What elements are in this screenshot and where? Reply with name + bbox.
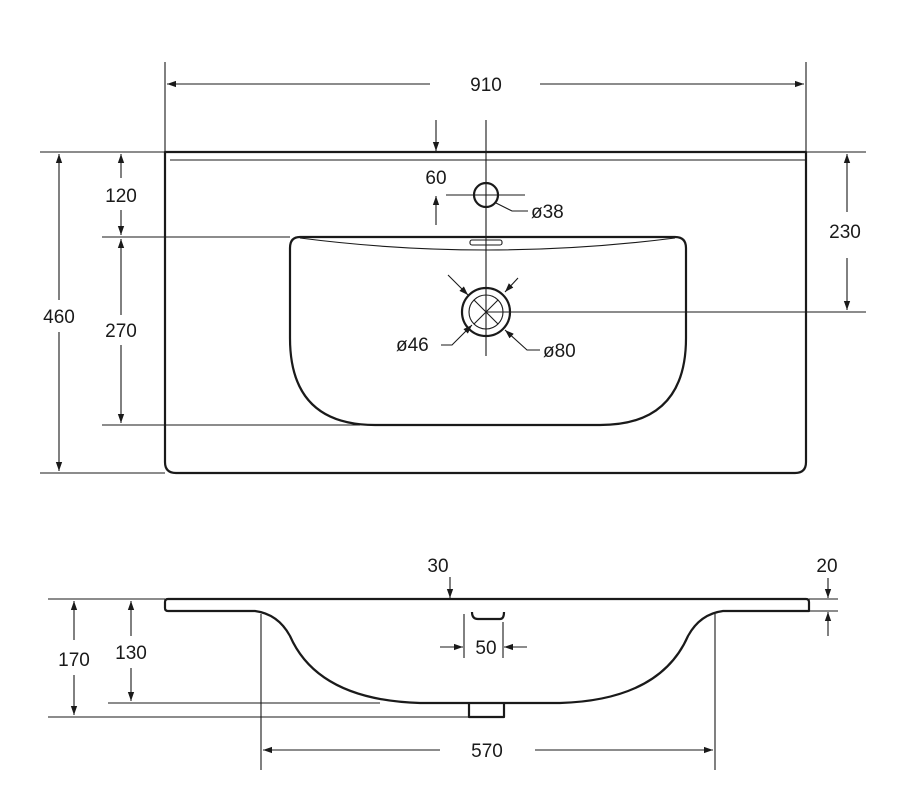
side-view: 30 20 170 130 50 570: [48, 556, 838, 770]
bowl-height-label: 130: [115, 643, 147, 664]
tap-diameter-leader: [495, 202, 528, 212]
drain-diameter-arrow-b: [504, 277, 519, 293]
tap-diameter-label: ø38: [531, 202, 564, 223]
overflow-clip: [470, 611, 506, 621]
tap-offset-label: 60: [425, 168, 446, 189]
bowl-width-label: 570: [471, 741, 503, 762]
drain-outer-diameter-label: ø80: [543, 341, 576, 362]
overflow-width-label: 50: [475, 638, 496, 659]
edge-thickness-label: 20: [816, 556, 837, 577]
depth-label: 460: [43, 307, 75, 328]
bowl-depth-label: 270: [105, 321, 137, 342]
bowl-outline: [288, 235, 688, 427]
drain-diameter-arrow-a: [447, 274, 469, 296]
countertop-outline: [163, 150, 808, 475]
tap-to-drain-label: 230: [829, 222, 861, 243]
top-view: 910 60 ø38 460 120 270 230 ø46: [40, 62, 866, 475]
drain-inner-diameter-label: ø46: [396, 335, 429, 356]
drain-outer-leader: [504, 329, 540, 351]
drain-inner-leader: [441, 324, 473, 346]
side-slab-outline: [163, 597, 811, 705]
rim-depth-label: 120: [105, 186, 137, 207]
drain-stub: [467, 703, 506, 719]
top-thickness-label: 30: [427, 556, 448, 577]
total-height-label: 170: [58, 650, 90, 671]
bowl-rim-curve: [299, 237, 676, 251]
width-label: 910: [470, 75, 502, 96]
